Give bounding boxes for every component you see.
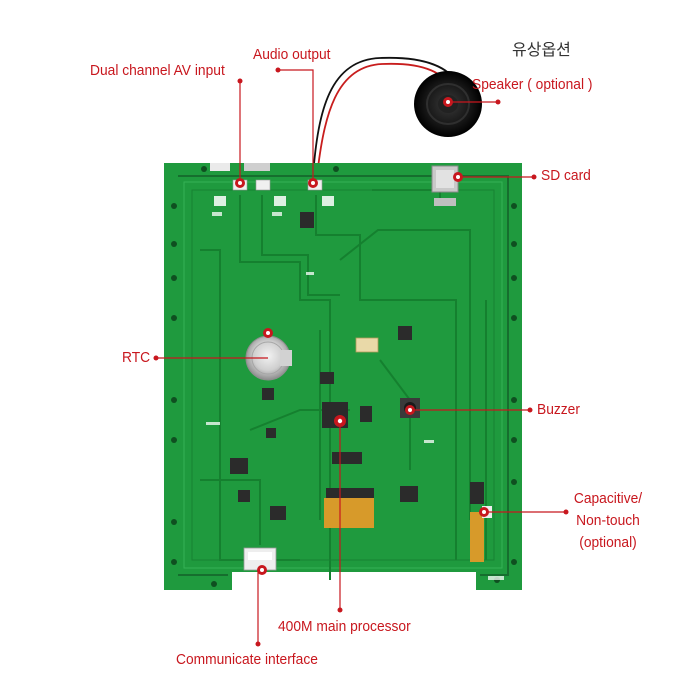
label-capacitive-line-3: (optional) bbox=[579, 534, 637, 551]
label-400m-main-processor: 400M main processor bbox=[278, 618, 411, 635]
callout-dot-sd bbox=[453, 172, 463, 182]
label-capacitive-line-2: Non-touch bbox=[576, 512, 640, 529]
label-capacitive-block: Capacitive/ Non-touch (optional) bbox=[569, 488, 646, 554]
callout-end-sd bbox=[531, 174, 537, 180]
callout-end-buzzer bbox=[527, 407, 533, 413]
label-speaker: Speaker ( optional ) bbox=[472, 76, 593, 93]
callout-end-capacitive bbox=[563, 509, 569, 515]
callout-end-audio bbox=[275, 67, 281, 73]
callout-dot-dual-av bbox=[235, 178, 245, 188]
callout-dot-audio bbox=[308, 178, 318, 188]
callout-end-dual-av bbox=[237, 78, 243, 84]
label-audio-output: Audio output bbox=[253, 46, 331, 63]
callout-dot-rtc bbox=[263, 328, 273, 338]
callout-dot-communicate bbox=[257, 565, 267, 575]
callout-dot-speaker bbox=[443, 97, 453, 107]
label-dual-channel-av-input: Dual channel AV input bbox=[90, 62, 225, 79]
callout-dot-buzzer bbox=[405, 405, 415, 415]
sd-card-slot bbox=[431, 165, 459, 206]
label-sd-card: SD card bbox=[541, 167, 591, 184]
callout-end-rtc bbox=[153, 355, 159, 361]
callout-dot-processor bbox=[334, 415, 346, 427]
callout-end-communicate bbox=[255, 641, 261, 647]
label-communicate-interface: Communicate interface bbox=[176, 651, 318, 668]
callout-dot-capacitive bbox=[479, 507, 489, 517]
korean-option-text: 유상옵션 bbox=[512, 40, 571, 59]
pcb-board bbox=[164, 163, 522, 590]
label-buzzer: Buzzer bbox=[537, 401, 580, 418]
callout-end-speaker bbox=[495, 99, 501, 105]
callout-line-audio bbox=[278, 69, 314, 182]
callout-end-processor bbox=[337, 607, 343, 613]
label-capacitive-line-1: Capacitive/ bbox=[573, 490, 643, 507]
label-rtc: RTC bbox=[122, 349, 151, 366]
